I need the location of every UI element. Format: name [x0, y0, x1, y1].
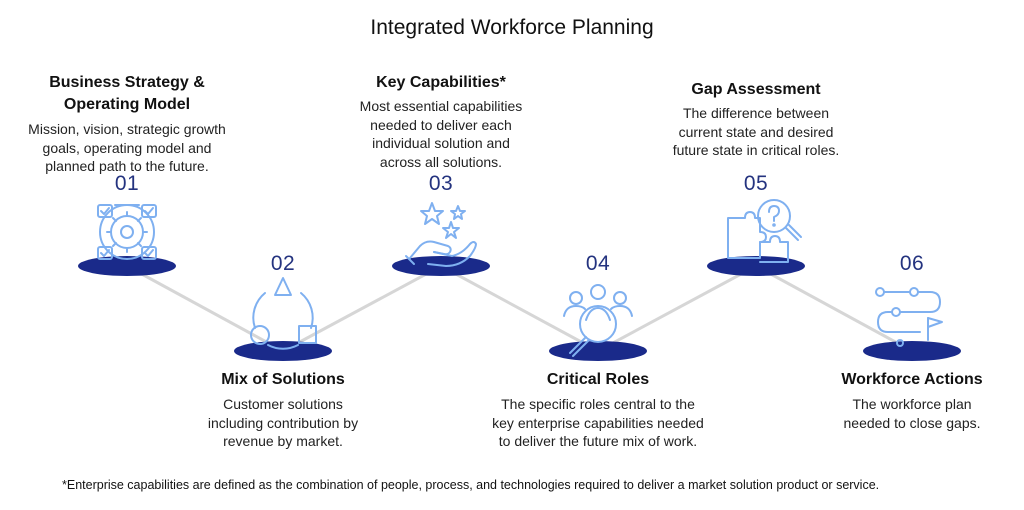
step-01-number: 01 [114, 172, 140, 195]
step-04-text: Critical Roles The specific roles centra… [468, 369, 728, 451]
step-06-description: The workforce plan needed to close gaps. [812, 395, 1012, 432]
step-03-desc-line-2: needed to deliver each [370, 116, 512, 133]
step-04-desc-line-2: key enterprise capabilities needed [492, 414, 704, 431]
step-02-base [234, 341, 332, 361]
step-05-text: Gap Assessment The difference between cu… [646, 79, 866, 160]
step-04-heading-line-1: Critical Roles [546, 371, 650, 388]
step-06-desc-line-2: needed to close gaps. [843, 414, 981, 431]
step-02-desc-line-1: Customer solutions [223, 396, 343, 412]
step-01-desc-line-2: goals, operating model and [42, 139, 212, 156]
step-01-text: Business Strategy & Operating Model Miss… [17, 72, 237, 176]
step-02-ellipse [234, 341, 332, 361]
step-04-desc-line-1: The specific roles central to the [501, 396, 695, 412]
step-06-text: Workforce Actions The workforce plan nee… [812, 369, 1012, 432]
step-06-heading-line-1: Workforce Actions [841, 371, 983, 388]
step-05-desc-line-2: current state and desired [678, 123, 834, 140]
step-04-ellipse [549, 341, 647, 361]
step-06-desc-line-1: The workforce plan [852, 396, 972, 412]
step-01-ellipse [78, 256, 176, 276]
step-02-number: 02 [270, 252, 296, 275]
connector-01-02 [126, 264, 284, 353]
connector-05-06 [755, 264, 913, 353]
step-05-desc-line-3: future state in critical roles. [672, 142, 840, 158]
step-05-desc-line-1: The difference between [682, 105, 830, 121]
step-03-heading: Key Capabilities* [331, 72, 551, 94]
footnote: *Enterprise capabilities are defined as … [62, 478, 880, 492]
diagram-title: Integrated Workforce Planning [370, 16, 654, 39]
step-06-number: 06 [899, 252, 925, 275]
step-03-desc-line-3: individual solution and [372, 135, 510, 151]
step-01-heading-line-2: Operating Model [63, 96, 191, 113]
puzzle-question-icon [727, 199, 802, 263]
gear-checklist-icon [97, 204, 157, 260]
step-03-description: Most essential capabilities needed to de… [331, 97, 551, 171]
hand-stars-icon [405, 202, 477, 267]
step-03-desc-line-4: across all solutions. [379, 153, 503, 170]
step-02-heading-line-1: Mix of Solutions [221, 371, 345, 388]
step-05-heading: Gap Assessment [646, 79, 866, 101]
step-02-heading: Mix of Solutions [183, 369, 383, 391]
step-01-heading: Business Strategy & Operating Model [17, 72, 237, 116]
path-flag-icon [875, 287, 943, 347]
step-06-ellipse [863, 341, 961, 361]
step-04-desc-line-3: to deliver the future mix of work. [498, 433, 698, 449]
step-03-heading-line-1: Key Capabilities* [376, 74, 506, 91]
step-03-number: 03 [428, 172, 454, 195]
step-01-base [78, 256, 176, 276]
step-01-description: Mission, vision, strategic growth goals,… [17, 120, 237, 176]
step-05-number: 05 [743, 172, 769, 195]
step-02-description: Customer solutions including contributio… [183, 395, 383, 451]
connector-lines [126, 264, 913, 353]
step-02-desc-line-3: revenue by market. [223, 433, 343, 449]
step-03-text: Key Capabilities* Most essential capabil… [331, 72, 551, 171]
step-02-desc-line-2: including contribution by [207, 414, 359, 431]
step-01-heading-line-1: Business Strategy & [49, 74, 205, 91]
step-05-heading-line-1: Gap Assessment [691, 81, 821, 98]
step-04-base [549, 341, 647, 361]
step-03-desc-line-1: Most essential capabilities [359, 98, 523, 114]
step-04-description: The specific roles central to the key en… [468, 395, 728, 451]
connector-02-03 [282, 264, 442, 353]
step-04-number: 04 [585, 252, 611, 275]
step-04-heading: Critical Roles [468, 369, 728, 391]
shapes-cycle-icon [250, 277, 317, 350]
step-06-heading: Workforce Actions [812, 369, 1012, 391]
connector-03-04 [440, 264, 599, 353]
step-01-desc-line-3: planned path to the future. [45, 158, 209, 174]
people-magnifier-icon [563, 284, 633, 357]
step-06-base [863, 341, 961, 361]
step-02-text: Mix of Solutions Customer solutions incl… [183, 369, 383, 451]
connector-04-05 [597, 264, 757, 353]
step-01-desc-line-1: Mission, vision, strategic growth [28, 121, 226, 137]
step-05-description: The difference between current state and… [646, 104, 866, 160]
